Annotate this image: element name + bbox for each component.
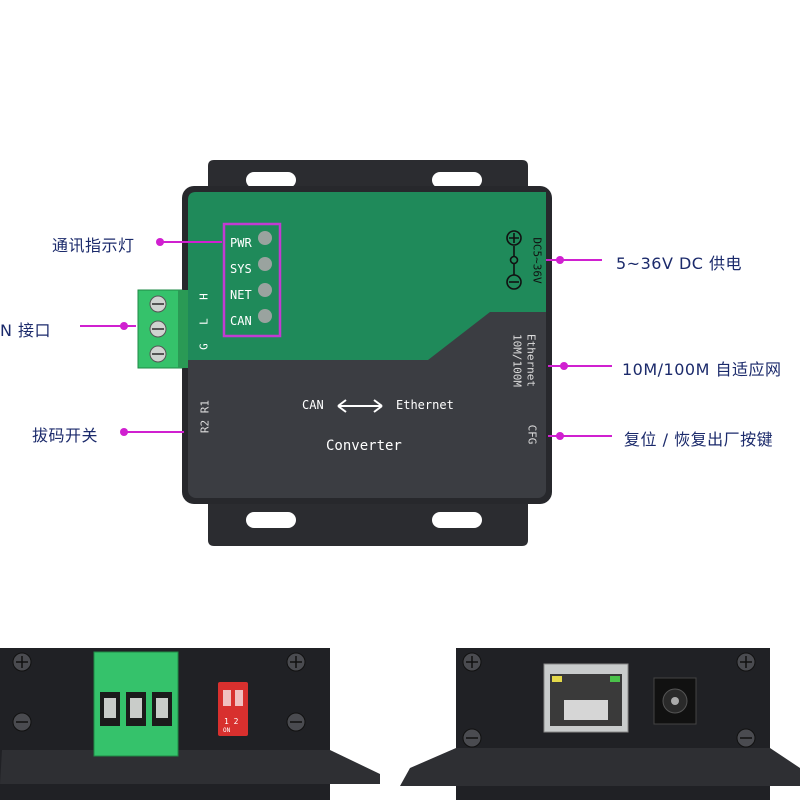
- ethernet-text: Ethernet: [396, 398, 454, 412]
- terminal-label-g: G: [197, 343, 211, 350]
- minus-symbol: [506, 274, 522, 290]
- terminal-label-h: H: [197, 293, 211, 300]
- callout-dip-switch: 拔码开关: [32, 426, 99, 445]
- callout-dot: [156, 238, 164, 246]
- mount-slot: [246, 172, 296, 188]
- callout-ethernet: 10M/100M 自适应网: [622, 360, 782, 379]
- led-green: [610, 676, 620, 682]
- device-top-view: [137, 160, 552, 546]
- callout-dot: [560, 362, 568, 370]
- mount-slot: [432, 512, 482, 528]
- ethernet-label: Ethernet: [524, 334, 538, 387]
- callout-power: 5~36V DC 供电: [616, 254, 743, 273]
- callout-dot: [120, 322, 128, 330]
- power-label: DC5~36V: [530, 237, 544, 284]
- side-view-ethernet: [400, 648, 800, 800]
- can-text: CAN: [302, 398, 324, 412]
- led-label-can: CAN: [230, 314, 252, 328]
- callout-line: [80, 325, 136, 327]
- callout-line: [548, 435, 612, 437]
- green-panel: [188, 192, 546, 360]
- ethernet-speed-label: 10M/100M: [510, 334, 524, 387]
- callout-indicator-lights: 通讯指示灯: [52, 236, 135, 255]
- callout-line: [122, 431, 184, 433]
- led-yellow: [552, 676, 562, 682]
- callout-can-interface: N 接口: [0, 321, 52, 340]
- callout-dot: [556, 432, 564, 440]
- mount-slot: [432, 172, 482, 188]
- mount-slot: [246, 512, 296, 528]
- callout-dot: [120, 428, 128, 436]
- callout-line: [548, 365, 612, 367]
- led-can: [258, 309, 272, 323]
- terminal-label-l: L: [197, 318, 211, 325]
- led-label-sys: SYS: [230, 262, 252, 276]
- svg-text:1 2: 1 2: [224, 717, 239, 726]
- cfg-label: CFG: [525, 424, 539, 445]
- led-label-net: NET: [230, 288, 252, 302]
- callout-line: [546, 259, 602, 261]
- converter-text: Converter: [326, 438, 402, 454]
- plus-symbol: [506, 230, 522, 246]
- led-highlight-box: [222, 222, 282, 338]
- svg-text:ON: ON: [223, 727, 231, 734]
- callout-reset: 复位 / 恢复出厂按键: [624, 430, 774, 449]
- led-label-pwr: PWR: [230, 236, 252, 250]
- callout-line: [160, 241, 222, 243]
- led-pwr: [258, 231, 272, 245]
- callout-dot: [556, 256, 564, 264]
- switch-label: R2 R1: [198, 399, 212, 434]
- led-sys: [258, 257, 272, 271]
- bidirectional-arrow-icon: [337, 399, 383, 413]
- side-view-can: 1 2 ON: [0, 648, 380, 800]
- led-net: [258, 283, 272, 297]
